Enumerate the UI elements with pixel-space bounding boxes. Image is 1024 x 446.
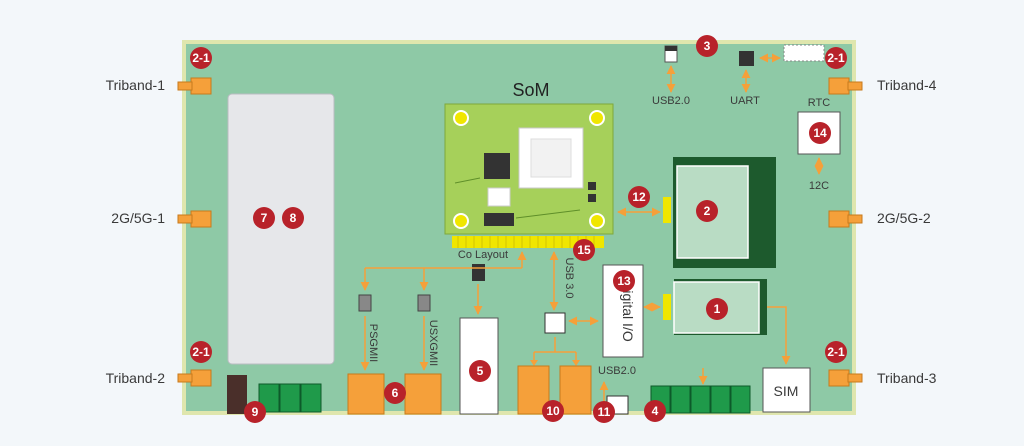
svg-text:2: 2	[704, 204, 711, 218]
badge-2-1-top-right: 2-1	[825, 47, 847, 69]
svg-text:10: 10	[546, 404, 560, 418]
triband-3-label: Triband-3	[877, 370, 937, 386]
badge-8: 8	[282, 207, 304, 229]
badge-10: 10	[542, 400, 564, 422]
badge-11: 11	[593, 401, 615, 423]
uart-connector	[739, 51, 754, 66]
badge-6: 6	[384, 382, 406, 404]
badges: 2-1 2-1 2-1 2-1 1 2 3 4 5 6 7 8 9 10 11 …	[190, 35, 847, 423]
rtc-label: RTC	[808, 97, 830, 109]
module-slot-7-8	[227, 93, 335, 365]
svg-text:2-1: 2-1	[192, 345, 210, 359]
2g5g-2-label: 2G/5G-2	[877, 210, 931, 226]
badge-2-1-bottom-left: 2-1	[190, 341, 212, 363]
svg-text:12: 12	[632, 190, 646, 204]
usb20-bottom-label: USB2.0	[598, 365, 636, 377]
svg-text:3: 3	[704, 39, 711, 53]
usxgmii-label: USXGMII	[427, 320, 439, 366]
som-module	[444, 103, 614, 235]
svg-text:6: 6	[392, 386, 399, 400]
sim-label: SIM	[774, 383, 799, 399]
usb-hub-box	[544, 312, 566, 334]
badge-7: 7	[253, 207, 275, 229]
terminal-block-4	[650, 385, 751, 414]
svg-text:14: 14	[813, 126, 827, 140]
triband-1-label: Triband-1	[106, 77, 166, 93]
uart-label: UART	[730, 95, 760, 107]
badge-15: 15	[573, 239, 595, 261]
svg-text:1: 1	[714, 302, 721, 316]
badge-12: 12	[628, 186, 650, 208]
usb30-label: USB 3.0	[563, 258, 575, 299]
svg-text:13: 13	[617, 274, 631, 288]
usb20-top-label: USB2.0	[652, 95, 690, 107]
power-terminal-block	[258, 383, 322, 413]
i2c-label: 12C	[809, 180, 829, 192]
badge-5: 5	[469, 360, 491, 382]
badge-2-1-bottom-right: 2-1	[825, 341, 847, 363]
header-dashed	[783, 44, 825, 62]
svg-text:11: 11	[598, 405, 611, 419]
co-layout-chip	[472, 264, 485, 281]
badge-1: 1	[706, 298, 728, 320]
svg-text:2-1: 2-1	[192, 51, 210, 65]
usxgmii-chip	[417, 294, 431, 312]
badge-3: 3	[696, 35, 718, 57]
badge-2: 2	[696, 200, 718, 222]
sim-slot	[762, 367, 811, 413]
usb-port-left	[517, 365, 550, 415]
psgmii-label: PSGMII	[367, 324, 379, 363]
svg-text:4: 4	[652, 404, 659, 418]
badge-4: 4	[644, 400, 666, 422]
digital-io-label: Digital I/O	[620, 280, 636, 342]
svg-text:5: 5	[477, 364, 484, 378]
ethernet-port-usxgmii	[404, 373, 442, 415]
usb-port-right	[559, 365, 592, 415]
badge-13: 13	[613, 270, 635, 292]
badge-14: 14	[809, 122, 831, 144]
svg-text:9: 9	[252, 405, 259, 419]
som-title: SoM	[512, 80, 549, 100]
ethernet-port-psgmii	[347, 373, 385, 415]
module-2	[663, 157, 776, 268]
power-jack	[227, 375, 247, 414]
header-pins	[452, 236, 604, 248]
psgmii-chip	[358, 294, 372, 312]
badge-9: 9	[244, 401, 266, 423]
triband-2-label: Triband-2	[106, 370, 166, 386]
svg-text:8: 8	[290, 211, 297, 225]
2g5g-1-label: 2G/5G-1	[111, 210, 165, 226]
svg-text:7: 7	[261, 211, 268, 225]
svg-text:15: 15	[577, 243, 591, 257]
co-layout-label: Co Layout	[458, 249, 508, 261]
antenna-connectors	[177, 77, 863, 387]
badge-2-1-top-left: 2-1	[190, 47, 212, 69]
svg-text:2-1: 2-1	[827, 51, 845, 65]
triband-4-label: Triband-4	[877, 77, 937, 93]
svg-text:2-1: 2-1	[827, 345, 845, 359]
